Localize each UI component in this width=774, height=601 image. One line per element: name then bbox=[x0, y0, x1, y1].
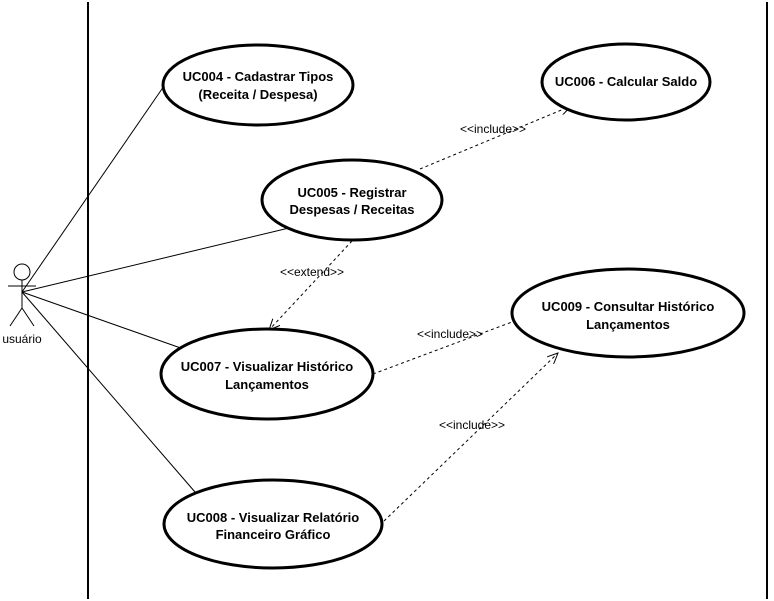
actor-right-leg bbox=[21, 307, 35, 327]
use-case-uc008[interactable]: UC008 - Visualizar Relatório Financeiro … bbox=[162, 478, 384, 570]
label-include-uc006: <<include>> bbox=[460, 122, 526, 136]
use-case-uc009[interactable]: UC009 - Consultar Histórico Lançamentos bbox=[510, 267, 746, 359]
dependency-relationships bbox=[269, 106, 571, 522]
use-case-uc009-line2: Lançamentos bbox=[586, 317, 670, 332]
actor-usuario[interactable]: usuário bbox=[2, 263, 42, 346]
use-case-uc005-shape bbox=[260, 158, 444, 242]
use-case-uc007-shape bbox=[159, 327, 375, 421]
label-include-uc009-from-uc007: <<include>> bbox=[417, 327, 483, 341]
use-case-uc004[interactable]: UC004 - Cadastrar Tipos (Receita / Despe… bbox=[161, 43, 355, 127]
use-case-uc008-line2: Financeiro Gráfico bbox=[216, 527, 331, 542]
use-case-uc007-line1: UC007 - Visualizar Histórico bbox=[181, 359, 353, 374]
include-uc005-uc006 bbox=[419, 106, 571, 170]
use-case-uc007[interactable]: UC007 - Visualizar Histórico Lançamentos bbox=[159, 327, 375, 421]
actor-name: usuário bbox=[2, 332, 42, 346]
use-case-uc005-line2: Despesas / Receitas bbox=[289, 202, 414, 217]
use-case-uc007-line2: Lançamentos bbox=[225, 377, 309, 392]
association-uc007 bbox=[21, 291, 193, 353]
association-uc008 bbox=[21, 291, 196, 493]
use-case-uc006-line1: UC006 - Calcular Saldo bbox=[555, 74, 697, 89]
use-case-uc006[interactable]: UC006 - Calcular Saldo bbox=[540, 42, 712, 122]
use-case-uc004-line1: UC004 - Cadastrar Tipos bbox=[183, 69, 334, 84]
association-uc004 bbox=[21, 85, 165, 293]
use-case-uc009-line1: UC009 - Consultar Histórico bbox=[542, 299, 715, 314]
use-case-uc008-line1: UC008 - Visualizar Relatório bbox=[187, 510, 359, 525]
use-case-uc004-shape bbox=[161, 43, 355, 127]
extend-uc007-uc005 bbox=[269, 240, 353, 330]
actor-associations bbox=[21, 85, 290, 493]
actor-head bbox=[13, 263, 31, 281]
actor-left-leg bbox=[9, 307, 23, 327]
use-case-uc005-line1: UC005 - Registrar bbox=[297, 185, 406, 200]
use-case-uc004-line2: (Receita / Despesa) bbox=[198, 87, 317, 102]
include-uc007-uc009 bbox=[372, 316, 528, 375]
relationship-labels: <<include>> <<extend>> <<include>> <<inc… bbox=[280, 122, 526, 432]
association-uc005 bbox=[21, 227, 290, 293]
use-case-uc005[interactable]: UC005 - Registrar Despesas / Receitas bbox=[260, 158, 444, 242]
label-extend-uc005: <<extend>> bbox=[280, 265, 344, 279]
use-case-uc009-shape bbox=[510, 267, 746, 359]
use-case-uc008-shape bbox=[162, 478, 384, 570]
include-uc008-uc009 bbox=[383, 353, 558, 522]
use-case-uc006-shape bbox=[540, 42, 712, 122]
label-include-uc009-from-uc008: <<include>> bbox=[439, 418, 505, 432]
